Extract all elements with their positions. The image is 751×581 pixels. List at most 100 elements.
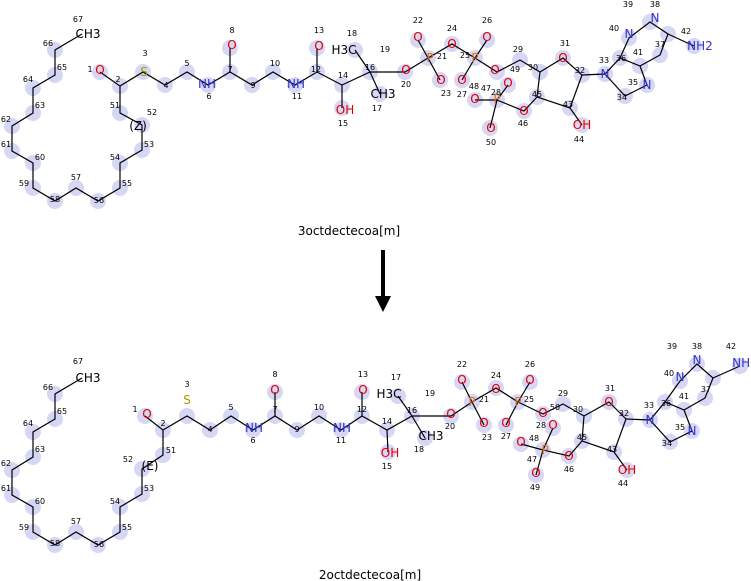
atom-number: 65 — [57, 407, 67, 416]
atom-label: N — [643, 78, 652, 92]
atom-label: O — [525, 373, 534, 387]
atom-label: O — [531, 466, 540, 480]
atom-number: 64 — [23, 75, 33, 84]
bond — [489, 99, 498, 129]
bond — [354, 49, 371, 73]
atom-label: N — [676, 370, 685, 384]
bonds — [11, 363, 741, 546]
atom-number: 8 — [229, 26, 234, 35]
atom-label: O — [604, 395, 613, 409]
atom-number: 14 — [382, 417, 392, 426]
atom-label: N — [646, 413, 655, 427]
atom-number: 54 — [110, 153, 120, 162]
atom-number: 2 — [160, 419, 165, 428]
atom-number: 48 — [469, 82, 479, 91]
atom-number: 19 — [380, 45, 390, 54]
atom-number: 18 — [414, 445, 424, 454]
atom-number: 62 — [1, 115, 11, 124]
atom-label: O — [479, 416, 488, 430]
atom-number: 49 — [510, 65, 520, 74]
atom-number: 57 — [71, 517, 81, 526]
atom-number: 22 — [457, 360, 467, 369]
atom-number: 31 — [560, 39, 570, 48]
atom-number: 50 — [486, 138, 496, 147]
atom-label: CH3 — [75, 27, 100, 41]
atom-label: S — [183, 393, 191, 407]
bond — [471, 401, 485, 426]
atom-label: NH — [287, 77, 305, 91]
atom-number: 5 — [184, 59, 189, 68]
atom-label: O — [314, 39, 323, 53]
atom-number: 32 — [619, 409, 629, 418]
atom-number: 57 — [71, 173, 81, 182]
atom-number: 9 — [250, 81, 255, 90]
atom-label: (Z) — [129, 119, 147, 133]
bond — [581, 401, 627, 453]
atom-number: 37 — [655, 40, 665, 49]
atom-number: 42 — [726, 342, 736, 351]
atom-number: 34 — [662, 439, 672, 448]
atom-number: 23 — [482, 433, 492, 442]
atom-label: OH — [336, 103, 354, 117]
atom-number: 16 — [407, 406, 417, 415]
atom-number: 3 — [184, 380, 189, 389]
down-arrow-icon — [375, 250, 391, 312]
atom-label: O — [457, 373, 466, 387]
atom-label: O — [501, 416, 510, 430]
bottom-molecule-name: 2octdectecoa[m] — [319, 568, 421, 581]
atom-number: 51 — [110, 101, 120, 110]
bond — [11, 377, 164, 546]
atom-number: 54 — [110, 497, 120, 506]
atom-number: 65 — [57, 63, 67, 72]
atom-number: 58 — [50, 195, 60, 204]
atom-number: 43 — [563, 100, 573, 109]
bond — [386, 429, 389, 453]
atom-number: 56 — [94, 196, 104, 205]
atom-number: 55 — [122, 179, 132, 188]
atom-number: 58 — [50, 539, 60, 548]
atom-number: 4 — [163, 81, 168, 90]
atom-number: 61 — [1, 140, 11, 149]
atom-label: O — [227, 38, 236, 52]
atom-number: 37 — [701, 385, 711, 394]
atom-number: 63 — [35, 445, 45, 454]
atom-number: 21 — [437, 52, 447, 61]
atom-label: (E) — [142, 459, 159, 473]
atom-number: 17 — [391, 373, 401, 382]
atom-number: 13 — [314, 26, 324, 35]
atom-number: 26 — [525, 360, 535, 369]
bond — [667, 33, 695, 47]
atom-number: 41 — [633, 48, 643, 57]
atom-label: O — [490, 63, 499, 77]
atom-number: 56 — [94, 540, 104, 549]
atom-number: 15 — [382, 462, 392, 471]
atom-number: 45 — [577, 433, 587, 442]
bond — [535, 449, 544, 476]
bond — [411, 415, 426, 439]
atom-highlights — [4, 356, 748, 553]
atom-number: 36 — [661, 399, 671, 408]
atom-number: 27 — [457, 90, 467, 99]
atom-number: 21 — [479, 395, 489, 404]
atom-number: 25 — [524, 395, 534, 404]
atom-numbers: 6766656463626160595857565554535251123456… — [1, 0, 691, 205]
atom-number: 53 — [144, 484, 154, 493]
atom-label: O — [358, 383, 367, 397]
atom-number: 47 — [527, 455, 537, 464]
atom-number: 42 — [681, 27, 691, 36]
atom-labels: CH3OSNHONHOOHH3CCH3OPOOOPOOOONNNNNH2OHOO… — [75, 353, 751, 480]
atom-label: O — [548, 418, 557, 432]
atom-number: 52 — [123, 455, 133, 464]
atom-number: 27 — [501, 432, 511, 441]
bond — [664, 363, 714, 411]
atom-number: 8 — [272, 370, 277, 379]
atom-number: 28 — [536, 421, 546, 430]
atom-label: P — [541, 443, 548, 457]
atom-number: 36 — [616, 54, 626, 63]
molecule-2octdectecoa: CH3OSNHONHOOHH3CCH3OPOOOPOOOONNNNNH2OHOO… — [1, 342, 751, 553]
atom-number: 12 — [357, 405, 367, 414]
atom-number: 47 — [481, 84, 491, 93]
atom-number: 6 — [206, 92, 211, 101]
atom-label: N — [693, 353, 702, 367]
